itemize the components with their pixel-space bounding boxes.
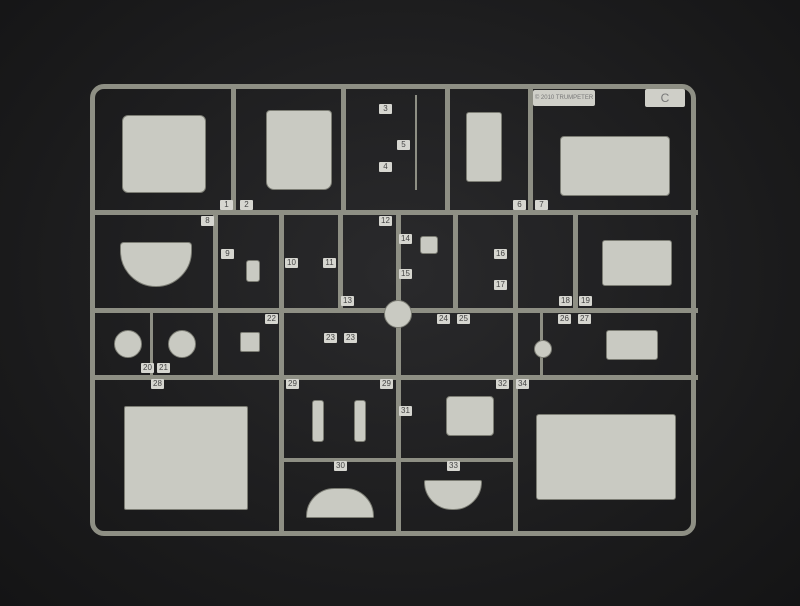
- runner: [150, 312, 153, 376]
- runner: [528, 88, 533, 212]
- runner: [279, 212, 284, 536]
- part-number-label: 12: [379, 216, 392, 226]
- part-number-label: 32: [496, 379, 509, 389]
- runner: [396, 212, 401, 536]
- part-number-label: 6: [513, 200, 526, 210]
- part-number-label: 1: [220, 200, 233, 210]
- plastic-part: [446, 396, 494, 436]
- part-number-label: 11: [323, 258, 336, 268]
- copyright-tab: © 2010 TRUMPETER: [533, 90, 595, 106]
- runner: [445, 88, 450, 212]
- part-number-label: 28: [151, 379, 164, 389]
- plastic-part: [384, 300, 412, 328]
- plastic-part: [536, 414, 676, 500]
- plastic-part: [354, 400, 366, 442]
- part-number-label: 27: [578, 314, 591, 324]
- plastic-part: [466, 112, 502, 182]
- part-number-label: 5: [397, 140, 410, 150]
- plastic-part: [306, 488, 374, 518]
- runner: [213, 212, 218, 380]
- part-number-label: 15: [399, 269, 412, 279]
- plastic-part: [602, 240, 672, 286]
- part-number-label: 29: [286, 379, 299, 389]
- runner: [338, 212, 343, 310]
- part-number-label: 4: [379, 162, 392, 172]
- part-number-label: 22: [265, 314, 278, 324]
- part-number-label: 24: [437, 314, 450, 324]
- plastic-part: [240, 332, 260, 352]
- runner: [93, 375, 698, 380]
- plastic-part: [114, 330, 142, 358]
- runner: [573, 212, 578, 310]
- part-number-label: 7: [535, 200, 548, 210]
- plastic-part: [122, 115, 206, 193]
- part-number-label: 19: [579, 296, 592, 306]
- part-number-label: 33: [447, 461, 460, 471]
- part-number-label: 31: [399, 406, 412, 416]
- part-number-label: 9: [221, 249, 234, 259]
- runner: [231, 88, 236, 212]
- part-number-label: 13: [341, 296, 354, 306]
- plastic-part: [168, 330, 196, 358]
- part-number-label: 2: [240, 200, 253, 210]
- part-number-label: 23: [324, 333, 337, 343]
- runner: [93, 210, 698, 215]
- part-number-label: 29: [380, 379, 393, 389]
- plastic-part: [266, 110, 332, 190]
- runner: [513, 212, 518, 536]
- part-number-label: 10: [285, 258, 298, 268]
- plastic-part: [534, 340, 552, 358]
- part-number-label: 30: [334, 461, 347, 471]
- part-number-label: 18: [559, 296, 572, 306]
- plastic-part: [420, 236, 438, 254]
- part-number-label: 14: [399, 234, 412, 244]
- part-number-label: 3: [379, 104, 392, 114]
- runner: [341, 88, 346, 212]
- part-number-label: 25: [457, 314, 470, 324]
- plastic-part: [246, 260, 260, 282]
- part-number-label: 8: [201, 216, 214, 226]
- runner: [415, 95, 417, 190]
- runner: [453, 212, 458, 310]
- part-number-label: 16: [494, 249, 507, 259]
- part-number-label: 17: [494, 280, 507, 290]
- part-number-label: 23: [344, 333, 357, 343]
- plastic-part: [124, 406, 248, 510]
- plastic-part: [606, 330, 658, 360]
- plastic-part: [312, 400, 324, 442]
- part-number-label: 20: [141, 363, 154, 373]
- part-number-label: 26: [558, 314, 571, 324]
- part-number-label: 21: [157, 363, 170, 373]
- part-number-label: 34: [516, 379, 529, 389]
- sprue-letter-tab: C: [645, 89, 685, 107]
- plastic-part: [560, 136, 670, 196]
